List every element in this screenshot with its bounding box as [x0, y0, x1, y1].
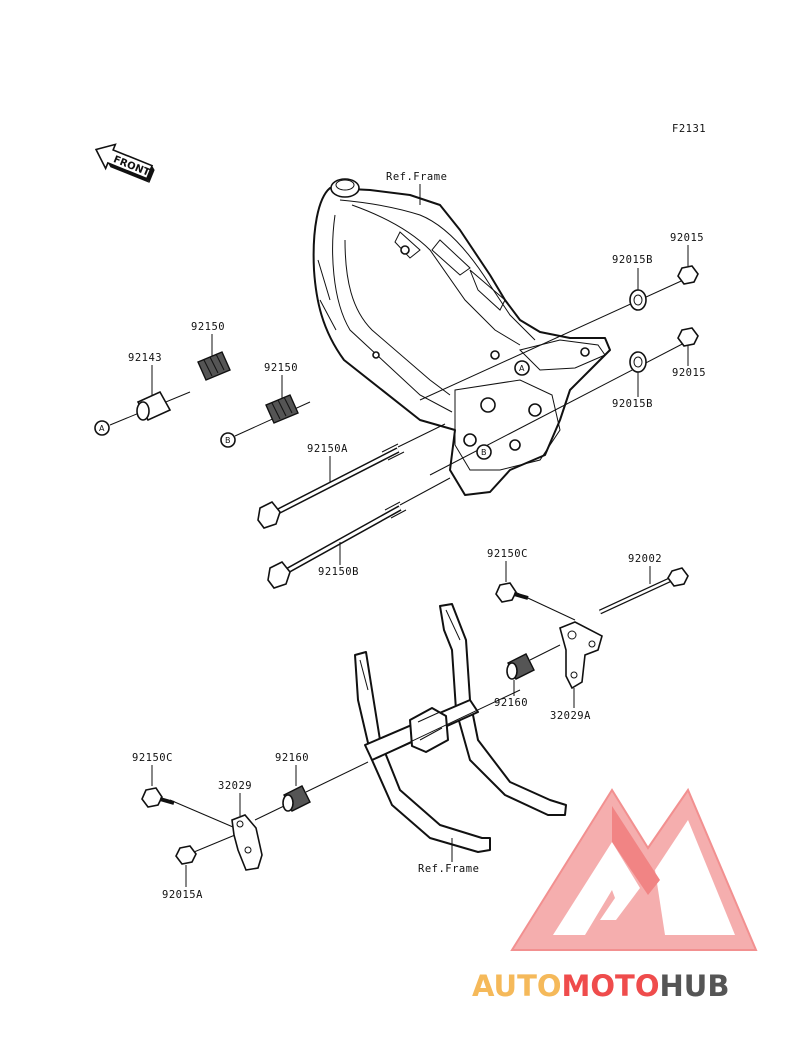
- part-label-32029: 32029: [218, 780, 252, 792]
- front-arrow: FRONT: [94, 143, 155, 183]
- ref-frame-bottom-label: Ref.Frame: [418, 863, 479, 875]
- watermark-moto: MOTO: [562, 969, 660, 1003]
- watermark-wordmark: AUTOMOTOHUB: [472, 969, 729, 1003]
- left-hardware: [109, 351, 451, 589]
- lower-subframe-illustration: [354, 603, 567, 853]
- part-label-92143: 92143: [128, 352, 162, 364]
- svg-text:A: A: [99, 424, 105, 433]
- part-label-32029a: 32029A: [550, 710, 591, 722]
- part-label-92015a: 92015A: [162, 889, 203, 901]
- part-label-92150a: 92150A: [307, 443, 348, 455]
- watermark-logo: [510, 787, 758, 951]
- diagram-code: F2131: [672, 123, 706, 135]
- svg-text:B: B: [481, 448, 487, 457]
- part-label-92150c-right: 92150C: [487, 548, 528, 560]
- part-label-92150-lower: 92150: [264, 362, 298, 374]
- right-hardware: [419, 265, 699, 476]
- ref-frame-top-label: Ref.Frame: [386, 171, 447, 183]
- part-label-92015b-top: 92015B: [612, 254, 653, 266]
- part-label-92015-top: 92015: [670, 232, 704, 244]
- svg-text:AUTOMOTOHUB: AUTOMOTOHUB: [472, 969, 729, 1003]
- part-label-92015b-bottom: 92015B: [612, 398, 653, 410]
- svg-text:A: A: [519, 364, 525, 373]
- part-label-92150-upper: 92150: [191, 321, 225, 333]
- circle-marker-frame-b: B: [476, 444, 492, 460]
- lower-right-hardware: [495, 567, 689, 690]
- lower-left-hardware: [141, 761, 369, 871]
- svg-text:B: B: [225, 436, 231, 445]
- watermark-auto: AUTO: [472, 969, 562, 1003]
- circle-marker-left-a: A: [94, 420, 110, 436]
- part-label-92150c-left: 92150C: [132, 752, 173, 764]
- circle-marker-left-b: B: [220, 432, 236, 448]
- main-frame-illustration: [312, 178, 611, 496]
- part-label-92160-left: 92160: [275, 752, 309, 764]
- part-label-92160-right: 92160: [494, 697, 528, 709]
- watermark-hub: HUB: [660, 969, 730, 1003]
- part-label-92002: 92002: [628, 553, 662, 565]
- part-label-92015-bottom: 92015: [672, 367, 706, 379]
- circle-marker-frame-a: A: [514, 360, 530, 376]
- part-label-92150b: 92150B: [318, 566, 359, 578]
